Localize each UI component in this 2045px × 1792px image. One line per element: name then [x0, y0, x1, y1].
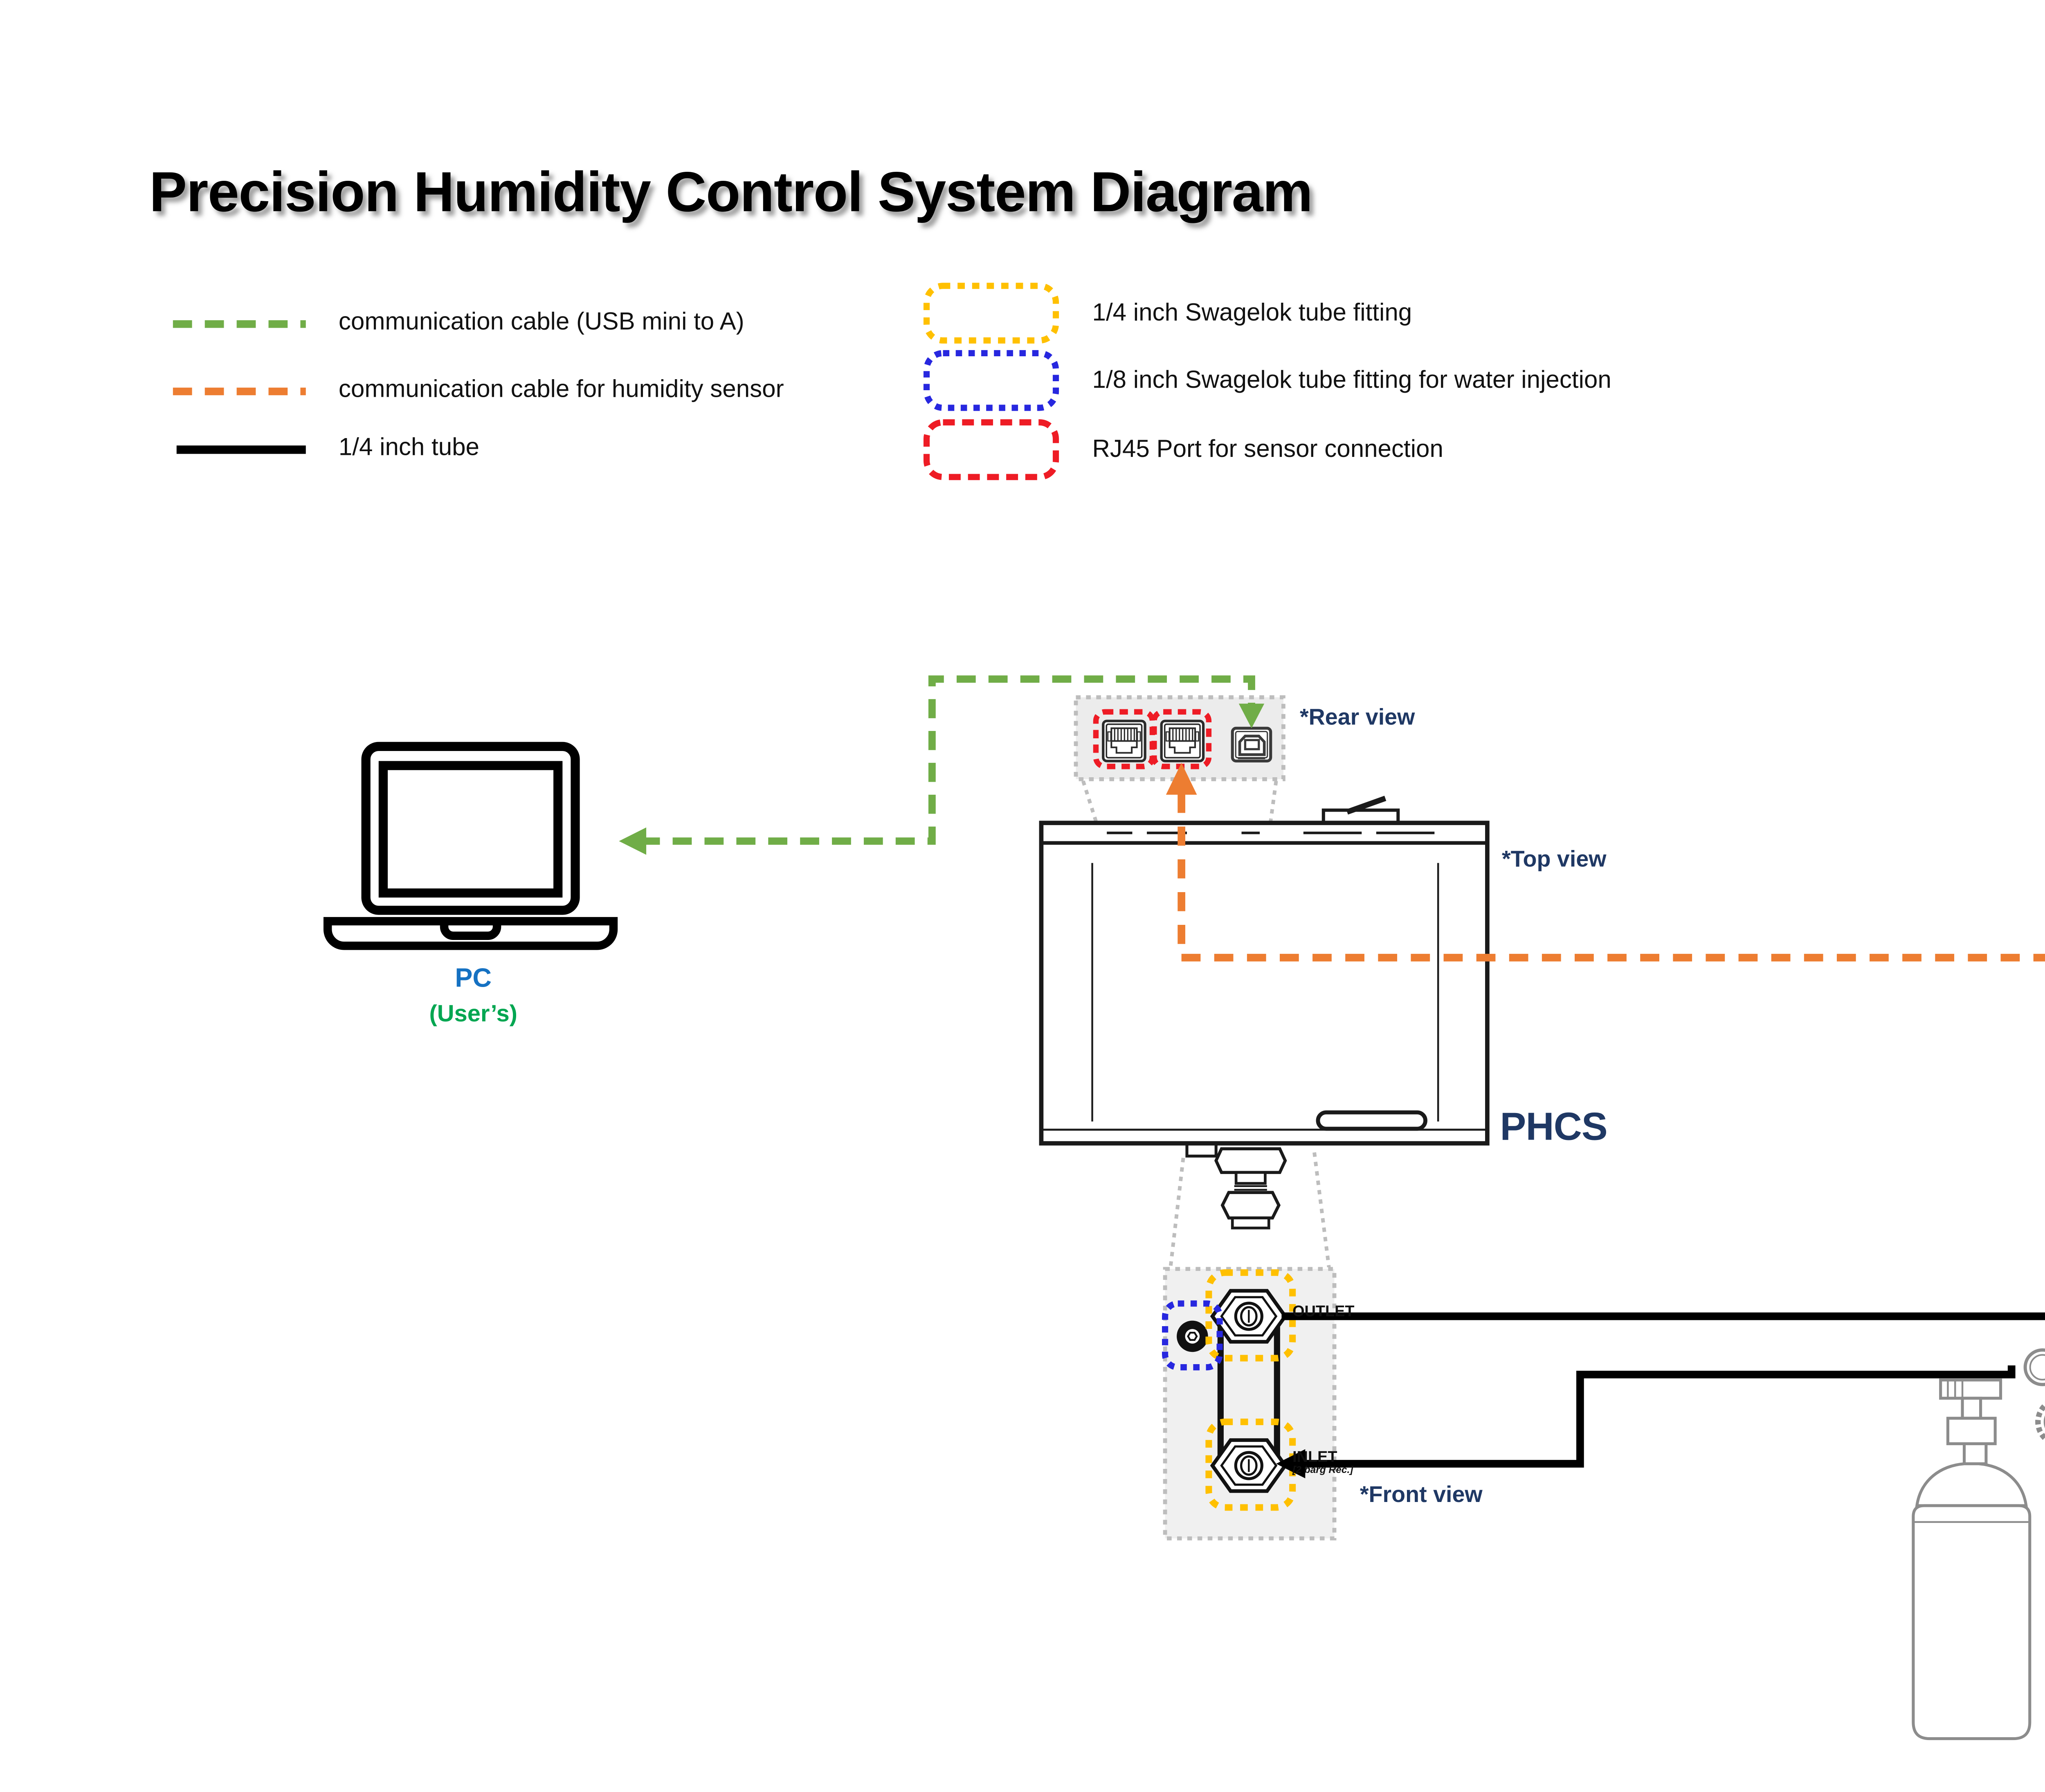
- green-usb-cable: [619, 675, 1265, 855]
- orange-sensor-cable: [1166, 762, 2045, 962]
- phcs-top-view-label: *Top view: [1501, 846, 1607, 872]
- rj45-port-2: [1162, 721, 1203, 761]
- green-arrowhead-to-pc: [619, 827, 647, 855]
- pc-owner-label: (User’s): [429, 999, 517, 1027]
- regulator-knob: [2035, 1402, 2045, 1442]
- water-injection-port: [1177, 1320, 1208, 1352]
- outlet-fitting: [1212, 1291, 1285, 1342]
- phcs-device: [1039, 796, 1490, 1230]
- legend-swatch-quarter-fitting: [923, 283, 1059, 344]
- phcs-foot: [1185, 1142, 1218, 1158]
- tube-outlet-to-chamber: [1281, 1312, 2045, 1320]
- phcs-name-label: PHCS: [1500, 1105, 1608, 1149]
- orange-arrowhead-to-rj45: [1166, 762, 1197, 795]
- page-title: Precision Humidity Control System Diagra…: [149, 160, 1313, 224]
- water-injection-highlight: [1162, 1300, 1223, 1371]
- tube-cylinder-to-inlet: [1276, 1365, 2016, 1479]
- legend-quarter-tube-label: 1/4 inch tube: [338, 433, 479, 461]
- tube-arrowhead-to-inlet: [1276, 1449, 1306, 1479]
- inlet-spec-label: [2 barg Rec.]: [1292, 1465, 1353, 1477]
- pc-label: PC: [455, 965, 492, 994]
- phcs-bottom-fitting: [1214, 1147, 1287, 1230]
- outlet-label: OUTLET: [1292, 1302, 1355, 1320]
- legend-swatch-eighth-fitting: [923, 350, 1059, 411]
- legend-eighth-fitting-label: 1/8 inch Swagelok tube fitting for water…: [1092, 366, 1611, 393]
- legend-usb-cable-label: communication cable (USB mini to A): [338, 308, 744, 335]
- gas-cylinder-icon: [1912, 1348, 2045, 1740]
- usb-b-port: [1231, 726, 1272, 763]
- inlet-label: INLET: [1292, 1447, 1337, 1466]
- phcs-rear-view-label: *Rear view: [1299, 704, 1415, 730]
- pc-laptop-icon: [323, 742, 618, 950]
- phcs-front-view-label: *Front view: [1360, 1482, 1483, 1508]
- rj45-highlight-1: [1093, 709, 1155, 769]
- green-arrowhead-to-usb: [1238, 704, 1265, 728]
- legend-rj45-label: RJ45 Port for sensor connection: [1092, 435, 1443, 463]
- legend-swatch-rj45: [923, 419, 1059, 480]
- phcs-handle-slot: [1316, 1110, 1427, 1131]
- legend-sensor-cable-label: communication cable for humidity sensor: [338, 375, 784, 402]
- rj45-port-1: [1103, 721, 1145, 761]
- legend-quarter-fitting-label: 1/4 inch Swagelok tube fitting: [1092, 298, 1412, 326]
- inlet-fitting: [1212, 1440, 1285, 1491]
